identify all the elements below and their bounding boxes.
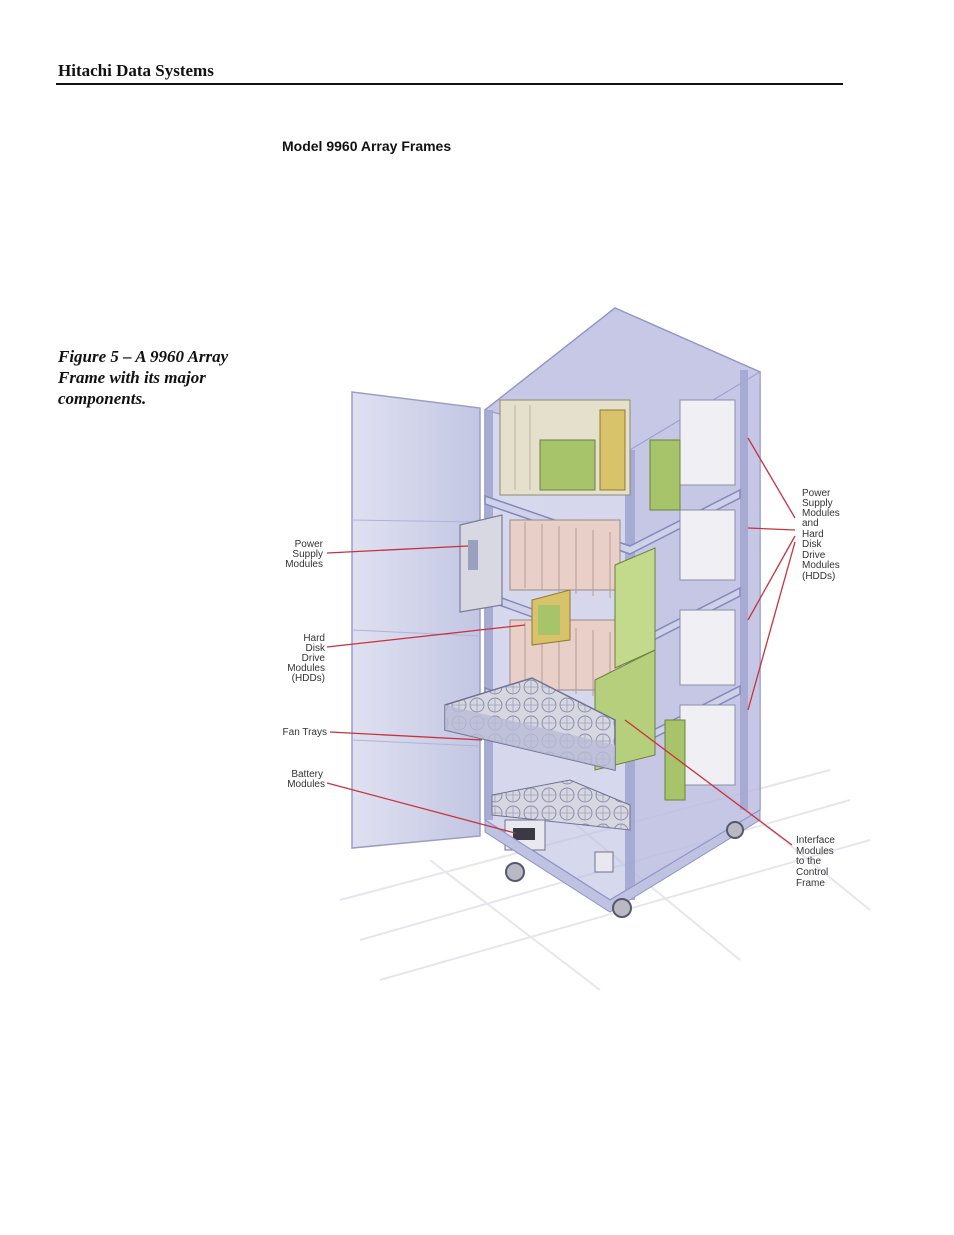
callout-hdd-left: Hard Disk Drive Modules (HDDs) xyxy=(287,633,326,684)
callout-text-line: Power xyxy=(802,488,831,499)
callout-text-line: Hard xyxy=(802,529,824,540)
callout-text-line: Power xyxy=(295,539,324,550)
fan-tray-lower xyxy=(491,779,631,831)
callout-lines xyxy=(326,437,796,846)
callout-text-line: Battery xyxy=(291,769,323,780)
callout-text-line: Drive xyxy=(302,653,326,664)
power-supply-module-left xyxy=(459,514,503,613)
callout-text-line: Modules xyxy=(802,508,840,519)
top-module-block xyxy=(499,399,631,496)
callout-text-line: Fan Trays xyxy=(283,727,327,738)
array-frame-illustration: Power Supply Modules Hard Disk Drive Mod… xyxy=(270,300,880,1010)
callout-text-line: (HDDs) xyxy=(802,571,835,582)
hdd-module-pulled xyxy=(531,589,571,646)
callout-text-line: Supply xyxy=(802,498,833,509)
callout-text-line: Modules xyxy=(802,560,840,571)
figure-caption: Figure 5 – A 9960 Array Frame with its m… xyxy=(58,347,229,408)
header-rule xyxy=(56,83,843,85)
callout-text-line: Supply xyxy=(292,549,323,560)
callout-fan-trays: Fan Trays xyxy=(283,727,327,738)
callout-text-line: Frame xyxy=(796,878,825,889)
callout-text-line: Disk xyxy=(802,539,822,550)
array-frame-drawing: Power Supply Modules Hard Disk Drive Mod… xyxy=(283,307,871,991)
right-modules xyxy=(649,399,736,801)
callout-text-line: Hard xyxy=(303,633,325,644)
callout-text-line: Control xyxy=(796,867,828,878)
open-door xyxy=(351,391,481,849)
callout-text-line: (HDDs) xyxy=(292,673,325,684)
callout-power-supply-left: Power Supply Modules xyxy=(285,539,323,570)
callout-text-line: and xyxy=(802,518,819,529)
callout-text-line: Modules xyxy=(796,846,834,857)
hdd-modules-left xyxy=(509,519,621,698)
callout-interface: Interface Modules to the Control Frame xyxy=(796,835,835,889)
section-heading: Model 9960 Array Frames xyxy=(282,138,452,154)
page-header-title: Hitachi Data Systems xyxy=(58,61,214,80)
fan-tray xyxy=(444,677,616,771)
base-and-wheels xyxy=(484,809,761,918)
callout-text-line: Drive xyxy=(802,550,826,561)
callout-text-line: Modules xyxy=(285,559,323,570)
callout-text-line: Interface xyxy=(796,835,835,846)
callout-power-hdd-right: Power Supply Modules and Hard Disk Drive… xyxy=(802,488,840,582)
callout-battery: Battery Modules xyxy=(287,769,325,790)
callout-text-line: Modules xyxy=(287,663,325,674)
callout-text-line: Modules xyxy=(287,779,325,790)
callout-text-line: to the xyxy=(796,856,821,867)
callout-text-line: Disk xyxy=(306,643,326,654)
